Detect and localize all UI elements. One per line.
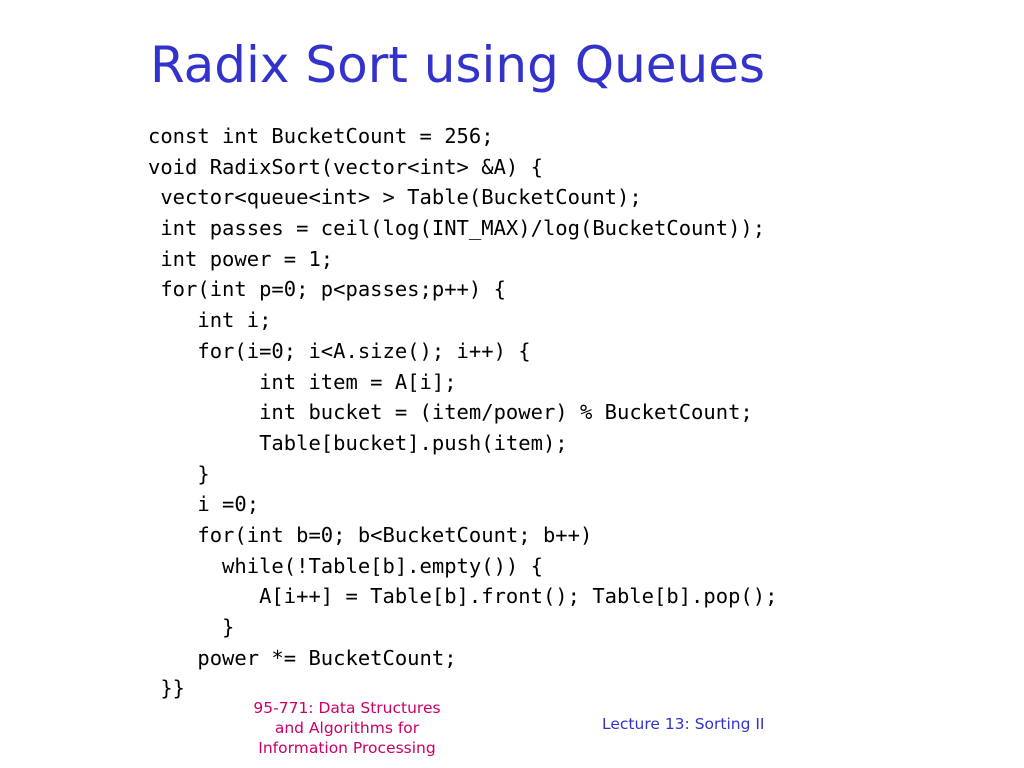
code-line: } <box>148 615 235 639</box>
code-line: int power = 1; <box>148 246 334 271</box>
footer-course-line: Information Processing <box>258 739 436 757</box>
code-line: i =0; <box>148 492 260 517</box>
code-line: int i; <box>148 308 272 333</box>
code-line: for(int b=0; b<BucketCount; b++) <box>148 522 593 547</box>
code-line: for(int p=0; p<passes;p++) { <box>148 277 506 302</box>
code-line: A[i++] = Table[b].front(); Table[b].pop(… <box>148 584 778 609</box>
code-line: Table[bucket].push(item); <box>148 430 568 455</box>
footer-course-line: 95-771: Data Structures <box>253 699 441 717</box>
code-listing: const int BucketCount = 256; void RadixS… <box>148 121 777 704</box>
footer-lecture-title: Lecture 13: Sorting II <box>602 715 765 733</box>
code-line: int bucket = (item/power) % BucketCount; <box>148 400 753 425</box>
code-line: }} <box>148 676 186 701</box>
code-line: void RadixSort(vector<int> &A) { <box>148 154 543 179</box>
footer-course-title: 95-771: Data Structures and Algorithms f… <box>232 698 462 758</box>
code-line: while(!Table[b].empty()) { <box>148 553 543 578</box>
slide-title: Radix Sort using Queues <box>150 36 766 94</box>
code-line: vector<queue<int> > Table(BucketCount); <box>148 185 642 210</box>
code-line: int passes = ceil(log(INT_MAX)/log(Bucke… <box>148 216 766 241</box>
code-line: for(i=0; i<A.size(); i++) { <box>148 338 531 363</box>
footer-course-line: and Algorithms for <box>274 719 420 737</box>
code-line: power *= BucketCount; <box>148 645 457 670</box>
code-line: int item = A[i]; <box>148 369 457 394</box>
code-line: const int BucketCount = 256; <box>148 124 494 148</box>
code-line: } <box>148 461 210 486</box>
